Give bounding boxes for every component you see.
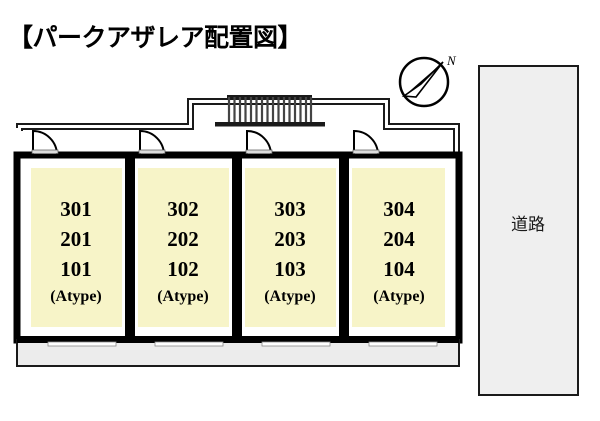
- unit-label-4: 304 204 104 (Atype): [373, 197, 425, 305]
- unit-1-floor3: 301: [60, 197, 92, 221]
- unit-4-floor1: 104: [383, 257, 415, 281]
- unit-label-3: 303 203 103 (Atype): [264, 197, 316, 305]
- unit-1-floor2: 201: [60, 227, 92, 251]
- unit-3-floor1: 103: [274, 257, 306, 281]
- road-area: 道路: [478, 65, 579, 396]
- unit-3-type: (Atype): [264, 288, 316, 305]
- entrance-door-102: [138, 129, 166, 156]
- unit-4-type: (Atype): [373, 288, 425, 305]
- road-rect: [478, 65, 579, 396]
- building-outline: [16, 98, 460, 155]
- entrance-doors: [31, 129, 380, 156]
- north-arrow-label: N: [446, 53, 457, 68]
- unit-2-floor3: 302: [167, 197, 199, 221]
- unit-labels: 301 201 101 (Atype) 302 202 102 (Atype) …: [50, 197, 425, 305]
- balcony-rail-2: [154, 341, 224, 347]
- page-title: 【パークアザレア配置図】: [8, 23, 303, 52]
- unit-4-floor3: 304: [383, 197, 415, 221]
- balcony-strip: [16, 336, 460, 367]
- entrance-door-104: [352, 129, 380, 156]
- party-wall-3: [339, 158, 349, 337]
- unit-cell-4: [352, 168, 445, 327]
- unit-label-1: 301 201 101 (Atype): [50, 197, 102, 305]
- unit-3-floor2: 203: [274, 227, 306, 251]
- unit-2-type: (Atype): [157, 288, 209, 305]
- stairs-landing-rail: [215, 122, 325, 127]
- unit-label-2: 302 202 102 (Atype): [157, 197, 209, 305]
- unit-1-type: (Atype): [50, 288, 102, 305]
- stairs: [215, 95, 325, 127]
- party-wall-2: [232, 158, 242, 337]
- unit-1-floor1: 101: [60, 257, 92, 281]
- unit-2-floor1: 102: [167, 257, 199, 281]
- unit-3-floor3: 303: [274, 197, 306, 221]
- unit-cell-2: [138, 168, 229, 327]
- north-arrow-icon: N: [398, 53, 457, 108]
- party-wall-1: [125, 158, 135, 337]
- corridor-floor: [24, 106, 452, 155]
- unit-2-floor2: 202: [167, 227, 199, 251]
- balcony-wall: [17, 336, 459, 343]
- unit-cell-1: [31, 168, 122, 327]
- entrance-door-101: [31, 129, 59, 156]
- units-block: [13, 151, 463, 344]
- road-label: 道路: [511, 215, 545, 235]
- unit-cell-3: [245, 168, 336, 327]
- balcony-rail-1: [47, 341, 117, 347]
- entrance-door-103: [245, 129, 273, 156]
- balcony-rail-4: [368, 341, 438, 347]
- unit-4-floor2: 204: [383, 227, 415, 251]
- balcony-rail-3: [261, 341, 331, 347]
